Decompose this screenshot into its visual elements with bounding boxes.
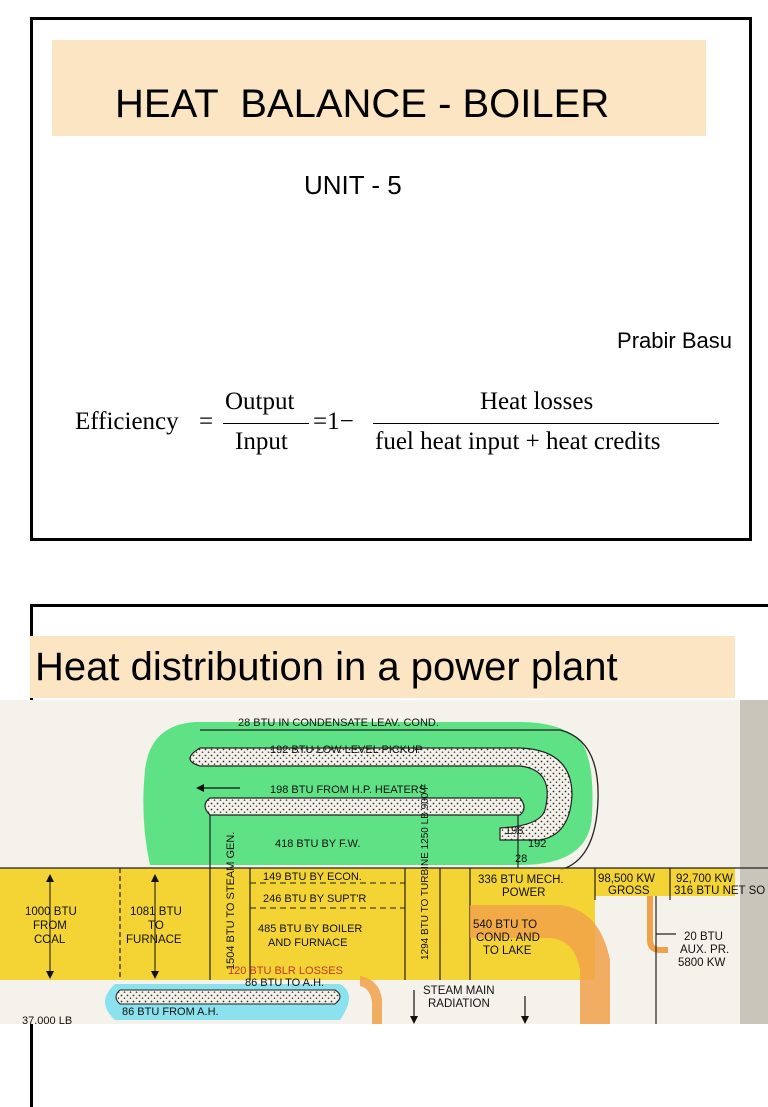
label-steam-main-2: RADIATION (428, 998, 490, 1010)
title-banner (52, 40, 706, 136)
distribution-title: Heat distribution in a power plant (35, 645, 618, 689)
label-net-2: 316 BTU NET SO (674, 885, 765, 897)
yellow-power-band (595, 868, 735, 896)
slide-title: HEAT BALANCE - BOILER (115, 82, 610, 126)
label-econ: 149 BTU BY ECON. (263, 871, 362, 883)
radiation-arrowhead-left (410, 1016, 418, 1024)
label-192: 192 (528, 838, 546, 850)
label-boiler-1: 485 BTU BY BOILER (258, 923, 362, 935)
label-gross-1: 98,500 KW (598, 873, 655, 885)
coal-arrow-down (46, 971, 54, 979)
fraction-bar-1 (223, 423, 309, 424)
efficiency-formula: Efficiency = Output Input =1− Heat losse… (75, 386, 735, 466)
title-slide: HEAT BALANCE - BOILER UNIT - 5 Prabir Ba… (30, 17, 752, 541)
air-heater-pipe (115, 989, 341, 1005)
label-net-1: 92,700 KW (676, 873, 733, 885)
fraction-bar-2 (373, 423, 719, 424)
hp-heater-pipe (204, 797, 525, 816)
label-from-ah: 86 BTU FROM A.H. (122, 1006, 219, 1018)
author-name: Prabir Basu (617, 328, 732, 353)
orange-lake-flow (470, 905, 610, 1024)
formula-efficiency: Efficiency (75, 408, 179, 435)
formula-denominator: fuel heat input + heat credits (375, 428, 661, 455)
furnace-arrow-up (151, 874, 159, 882)
label-fw: 418 BTU BY F.W. (275, 838, 360, 850)
aux-power-flow (647, 896, 668, 953)
label-to-ah: 86 BTU TO A.H. (245, 977, 324, 989)
formula-input: Input (235, 428, 288, 455)
formula-heat-losses: Heat losses (480, 388, 594, 415)
label-gross-2: GROSS (608, 885, 650, 897)
formula-equals: = (199, 408, 214, 435)
label-aux-1: 20 BTU (684, 931, 723, 943)
label-corner: 37,000 LB (22, 1015, 72, 1024)
slide-subtitle: UNIT - 5 (304, 170, 402, 200)
label-28: 28 (515, 853, 527, 865)
label-furnace-3: FURNACE (126, 934, 182, 946)
furnace-arrow-down (151, 971, 159, 979)
label-aux-3: 5800 KW (678, 957, 725, 969)
label-furnace-2: TO (148, 920, 164, 932)
label-hp-heaters: 198 BTU FROM H.P. HEATERS (270, 784, 426, 796)
label-mech-1: 336 BTU MECH. (478, 874, 564, 886)
label-mech-2: POWER (502, 887, 545, 899)
condensate-line (200, 729, 599, 871)
label-lake-3: TO LAKE (483, 945, 532, 957)
label-aux-2: AUX. PR. (680, 944, 729, 956)
label-turbine: 1294 BTU TO TURBINE 1250 LB 900 F (420, 784, 431, 960)
label-lake-1: 540 BTU TO (473, 919, 537, 931)
label-198: 198 (505, 825, 523, 837)
coal-arrow-up (46, 874, 54, 882)
label-blr-losses: 120 BTU BLR LOSSES (228, 965, 343, 977)
distribution-title-banner (30, 636, 735, 698)
orange-radiation-flow (360, 976, 382, 1024)
heat-flow-diagram: 28 BTU IN CONDENSATE LEAV. COND. 192 BTU… (0, 700, 768, 1024)
label-steam-gen: 1504 BTU TO STEAM GEN. (225, 832, 237, 970)
page-shadow (740, 700, 768, 1024)
formula-one-minus: =1− (313, 408, 354, 435)
label-low-level: 192 BTU LOW LEVEL PICKUP (270, 744, 422, 756)
formula-output: Output (225, 388, 295, 415)
label-coal-1: 1000 BTU (25, 906, 77, 918)
label-suptr: 246 BTU BY SUPT'R (263, 893, 366, 905)
arrow-hp-head (196, 784, 204, 792)
label-condensate: 28 BTU IN CONDENSATE LEAV. COND. (238, 717, 439, 729)
label-steam-main-1: STEAM MAIN (423, 985, 495, 997)
label-boiler-2: AND FURNACE (268, 937, 347, 949)
label-furnace-1: 1081 BTU (130, 906, 182, 918)
label-lake-2: COND. AND (476, 932, 540, 944)
radiation-arrowhead-right (521, 1016, 529, 1024)
